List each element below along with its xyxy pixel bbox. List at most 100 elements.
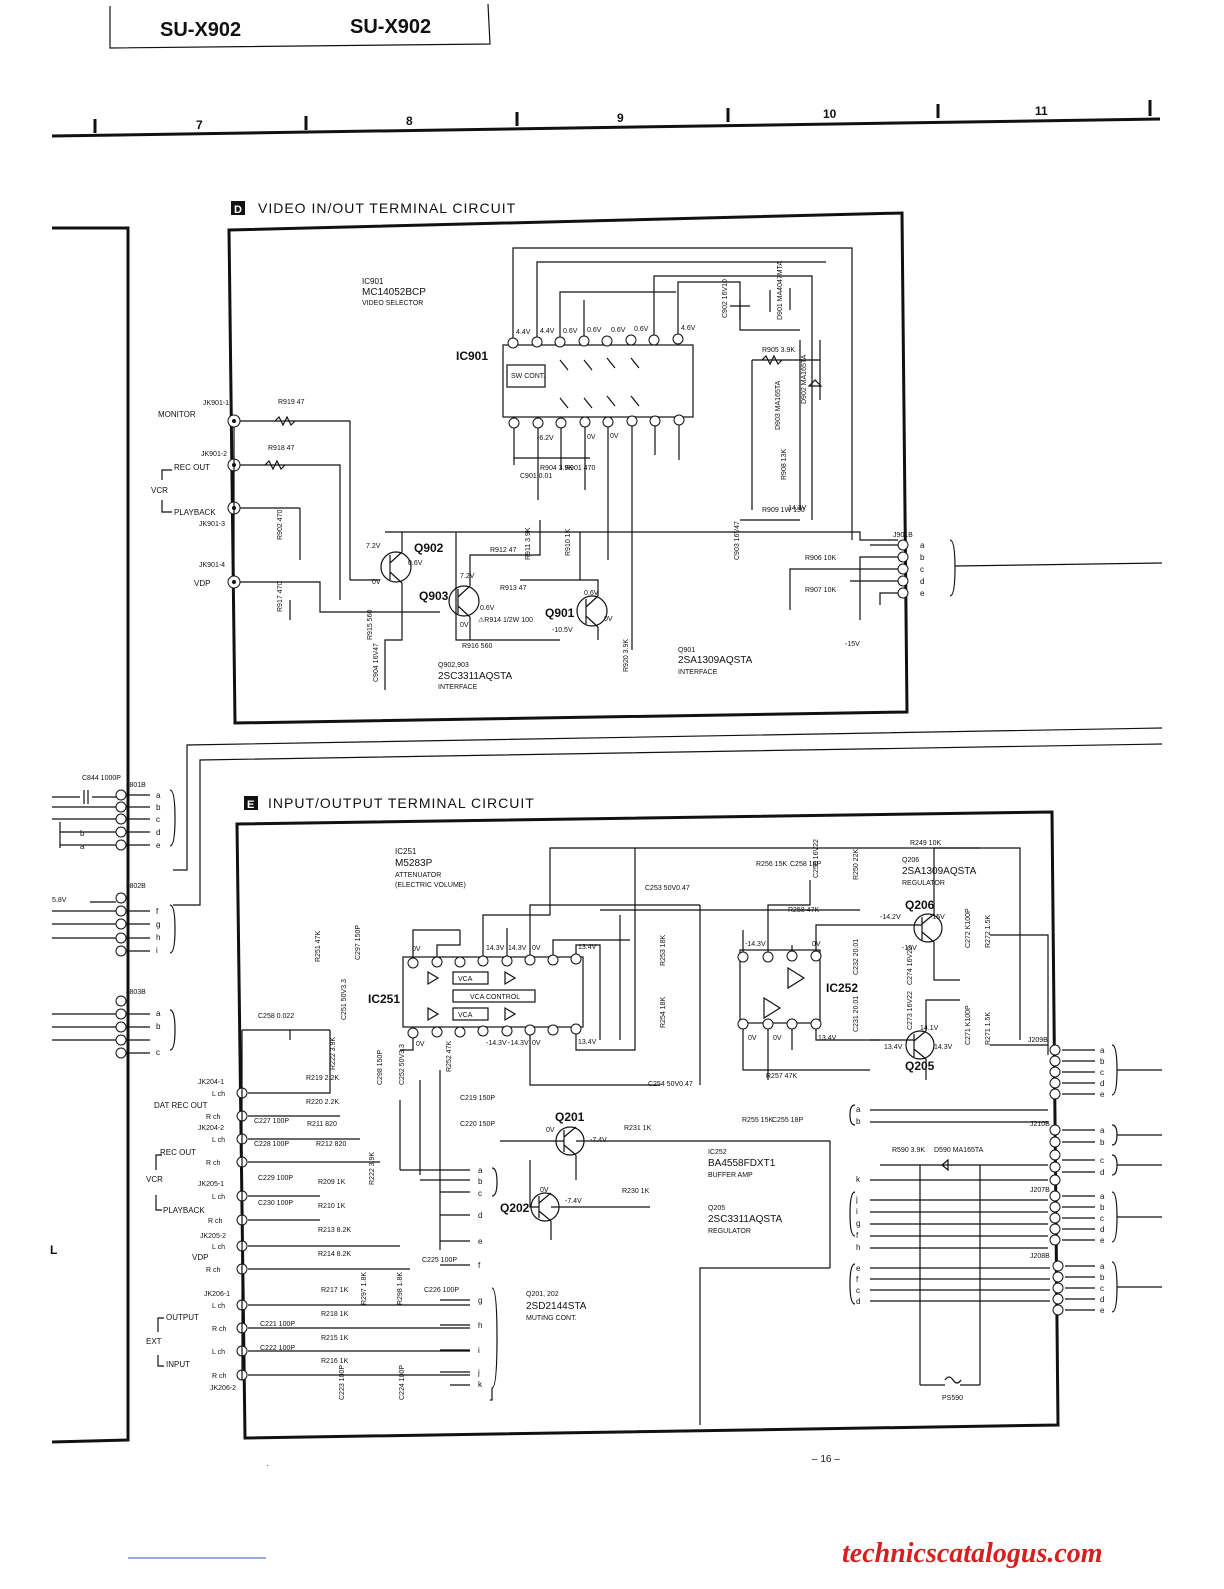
ic251-part: M5283P [395,858,433,869]
section-e-letter: E [247,799,254,811]
r914-label: ⚠R914 1/2W 100 [478,616,533,624]
q206-note-desc: REGULATOR [902,880,945,887]
q902-symbol: Q902 [380,541,444,584]
svg-text:g: g [478,1296,482,1305]
svg-text:4.4V: 4.4V [540,328,555,335]
r907-label: R907 10K [805,587,836,594]
svg-text:0V: 0V [460,622,469,629]
q-reg-voltages: -14.2V -15V -15V 14.1V 13.4V 14.3V [880,914,953,1051]
svg-text:b: b [920,553,925,562]
ic251-ref: IC251 [395,847,417,856]
jk901-4-label: JK901-4 [199,562,225,569]
svg-text:a: a [80,842,85,851]
svg-text:-15V: -15V [845,641,860,648]
svg-text:h: h [856,1243,860,1252]
svg-text:j: j [477,1368,480,1377]
svg-text:e: e [920,589,925,598]
svg-text:R298 1.8K: R298 1.8K [397,1272,404,1305]
svg-text:14.3V: 14.3V [788,505,807,512]
svg-text:e: e [156,841,161,850]
ic251-desc2: (ELECTRIC VOLUME) [395,882,466,889]
svg-text:a: a [156,1009,161,1018]
svg-text:-15V: -15V [902,945,917,952]
svg-text:h: h [478,1321,482,1330]
svg-text:e: e [1100,1306,1105,1315]
r257-label: R257 47K [766,1073,797,1080]
svg-text:c: c [1100,1068,1104,1077]
svg-text:C219 150P: C219 150P [460,1095,495,1102]
dat-rec-out-label: DAT REC OUT [154,1101,208,1110]
r916-label: R916 560 [462,643,492,650]
r272-label: R272 1.5K [985,915,992,948]
r904-label: R904 3.9K [540,465,573,472]
svg-text:0V: 0V [546,1127,555,1134]
svg-text:R211 820: R211 820 [307,1121,337,1128]
c298-label: C298 150P [377,1050,384,1085]
svg-text:R210 1K: R210 1K [318,1203,346,1210]
svg-text:c: c [1100,1214,1104,1223]
c901-label: C901 0.01 [520,473,552,480]
svg-text:Q901: Q901 [545,606,575,620]
svg-text:C228 100P: C228 100P [254,1141,289,1148]
section-d-title: VIDEO IN/OUT TERMINAL CIRCUIT [258,200,516,216]
mid-bus: a b c d e f g h i j k [399,1070,498,1401]
svg-text:Q201: Q201 [555,1110,585,1124]
d903-label: D903 MA165TA [775,380,782,430]
svg-text:e: e [856,1264,861,1273]
jk901-2-label: JK901-2 [201,451,227,458]
svg-text:13.4V: 13.4V [578,1039,597,1046]
ic901-ref: IC901 [362,277,384,286]
r902-label: R902 470 [277,510,284,540]
svg-text:d: d [1100,1168,1104,1177]
q903-symbol: Q903 [419,585,480,618]
ic252-pins [737,950,822,1030]
svg-text:0V: 0V [532,945,541,952]
right-bus: ab k ji gf h ef cd PS590 R590 3.9K D590 … [849,1104,1050,1402]
svg-text:Q202: Q202 [500,1201,530,1215]
note-q901-desc: INTERFACE [678,669,718,676]
svg-text:h: h [156,933,160,942]
e-vdp-label: VDP [192,1253,208,1262]
svg-text:13.4V: 13.4V [884,1044,903,1051]
left-connectors: C844 1000P J801B a b c d e b a J802B 5.8… [50,775,176,1257]
d902-label: D902 MA165TA [801,354,808,404]
svg-text:0.6V: 0.6V [480,605,495,612]
c274-label: C274 16V22 [907,946,914,985]
j901b-connector: a b c d e [897,539,1163,599]
ic901-pins-top [507,333,684,349]
svg-text:L ch: L ch [212,1194,225,1201]
ic901-label: IC901 [456,349,488,363]
playback-label: PLAYBACK [174,508,216,517]
header: SU-X902 SU-X902 [109,3,491,49]
c904-label: C904 16V47 [373,643,380,682]
j209b-connector: ab cd e [1049,1044,1162,1100]
q206-symbol: Q206 [905,898,943,943]
voltage-58: 5.8V [52,897,67,904]
ch-labels: L ch R ch L ch R ch L ch R ch L ch R ch … [206,1091,227,1380]
note-q902-part: 2SC3311AQSTA [438,671,512,682]
svg-text:b: b [156,1022,161,1031]
watermark: technicscatalogus.com [842,1538,1103,1569]
svg-text:R209 1K: R209 1K [318,1179,346,1186]
svg-text:0V: 0V [604,616,613,623]
svg-text:e: e [1100,1090,1105,1099]
svg-text:0V: 0V [372,579,381,586]
page-number: – 16 – [812,1454,840,1465]
ext-label: EXT [146,1337,162,1346]
monitor-label: MONITOR [158,410,196,419]
svg-text:f: f [856,1231,859,1240]
svg-text:d: d [920,577,924,586]
ic901-voltages: 4.4V 4.4V 0.6V 0.6V 0.6V 0.6V 4.6V -6.2V… [516,325,860,648]
q201-symbol: Q201 [555,1110,585,1156]
svg-text:0V: 0V [610,433,619,440]
svg-text:c: c [856,1286,860,1295]
svg-text:14.1V: 14.1V [920,1025,939,1032]
e-vcr-label: VCR [146,1175,163,1184]
r912-label: R912 47 [490,547,517,554]
ic252-label: IC252 [826,981,858,995]
r911-label: R911 3.9K [525,527,532,560]
svg-text:-15V: -15V [930,914,945,921]
r271-label: R271 1.5K [985,1012,992,1045]
svg-text:d: d [1100,1225,1104,1234]
svg-text:R ch: R ch [206,1267,221,1274]
